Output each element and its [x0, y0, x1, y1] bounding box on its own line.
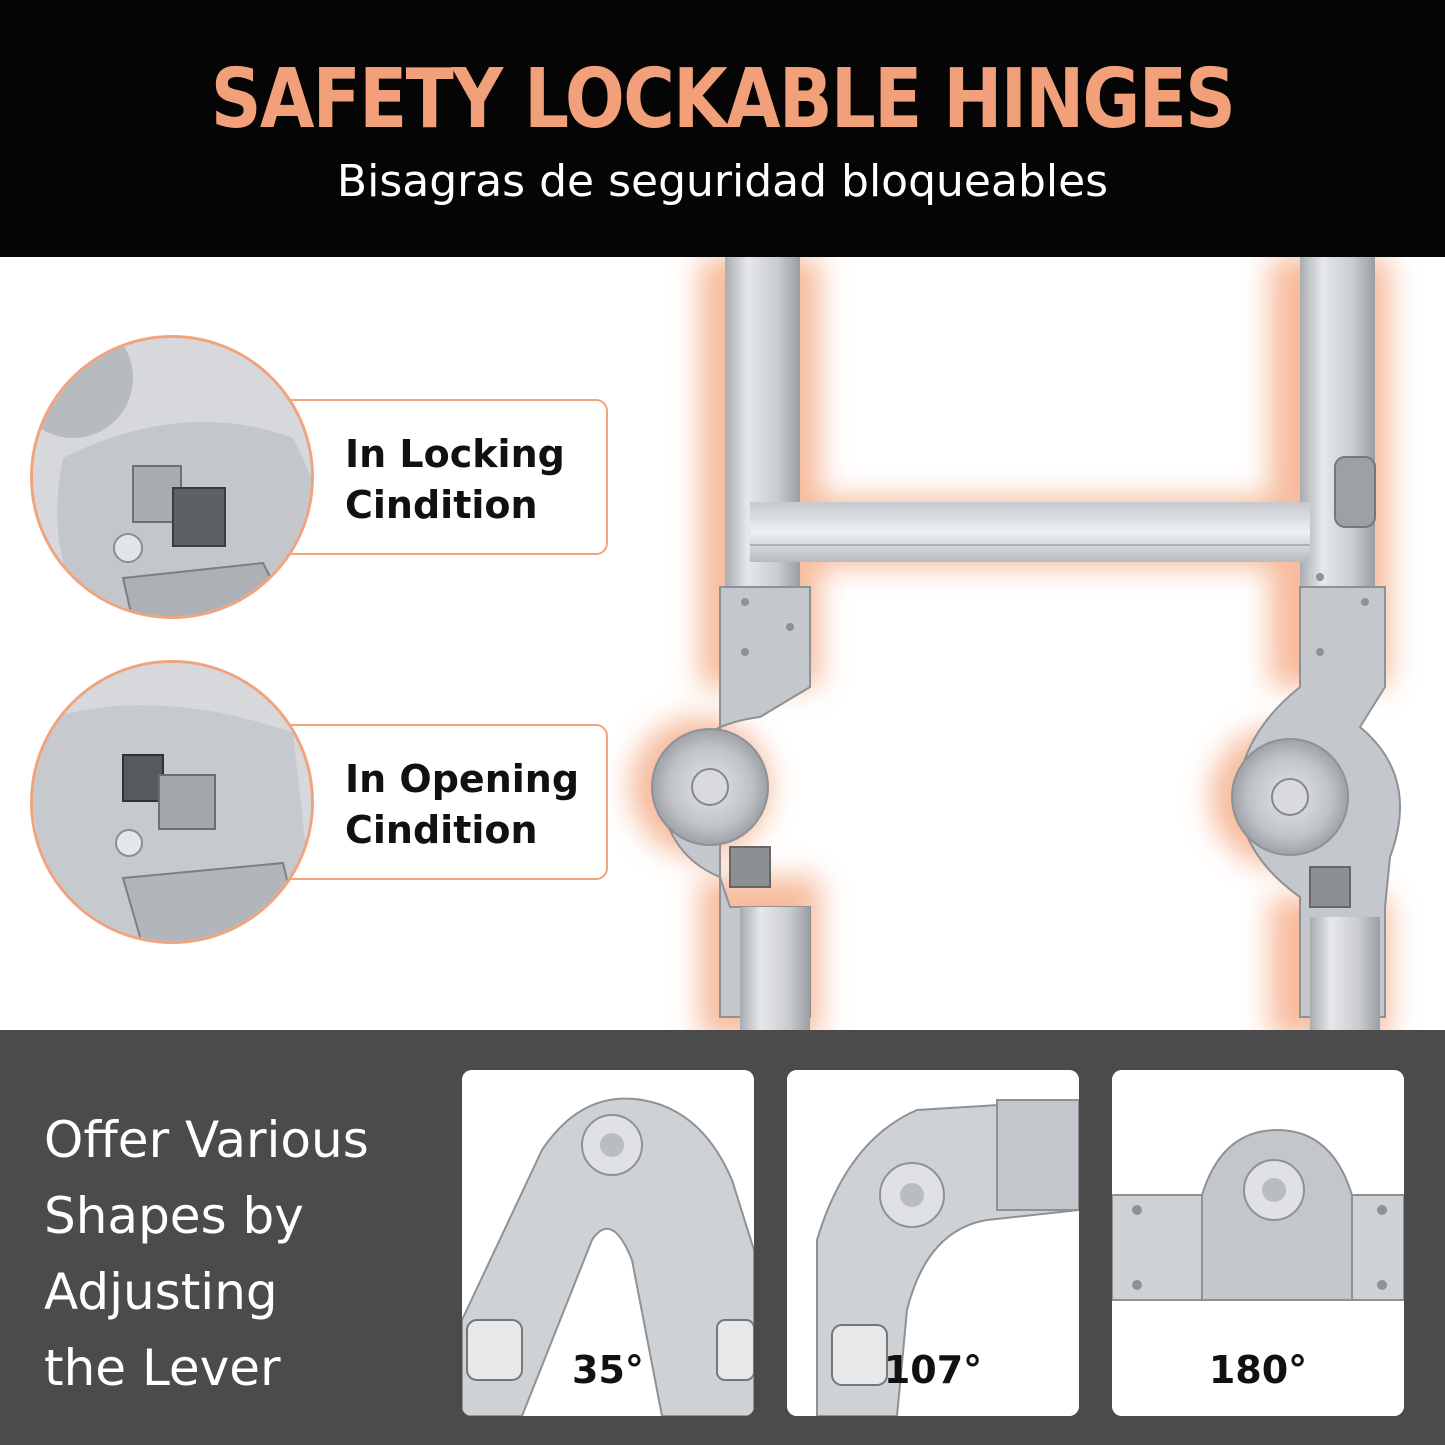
angle-label: 107° [883, 1348, 983, 1392]
shapes-description: Offer Various Shapes by Adjusting the Le… [44, 1111, 369, 1397]
angle-panel-180: 180° [1112, 1070, 1404, 1416]
page-title: SAFETY LOCKABLE HINGES [210, 52, 1236, 147]
opening-closeup-photo [30, 660, 314, 944]
page-subtitle: Bisagras de seguridad bloqueables [336, 156, 1109, 207]
angle-panel-35: 35° [462, 1070, 754, 1416]
angle-panel-107: 107° [787, 1070, 1079, 1416]
callout-label: In Opening Cindition [345, 757, 580, 852]
header-banner: SAFETY LOCKABLE HINGES Bisagras de segur… [0, 0, 1445, 257]
callout-label: In Locking Cindition [345, 432, 565, 527]
angle-label: 35° [572, 1348, 644, 1392]
locking-closeup-photo [30, 335, 314, 619]
shapes-band: Offer Various Shapes by Adjusting the Le… [0, 1030, 1445, 1445]
ladder-hinge-image [600, 257, 1445, 1037]
angle-label: 180° [1208, 1348, 1308, 1392]
